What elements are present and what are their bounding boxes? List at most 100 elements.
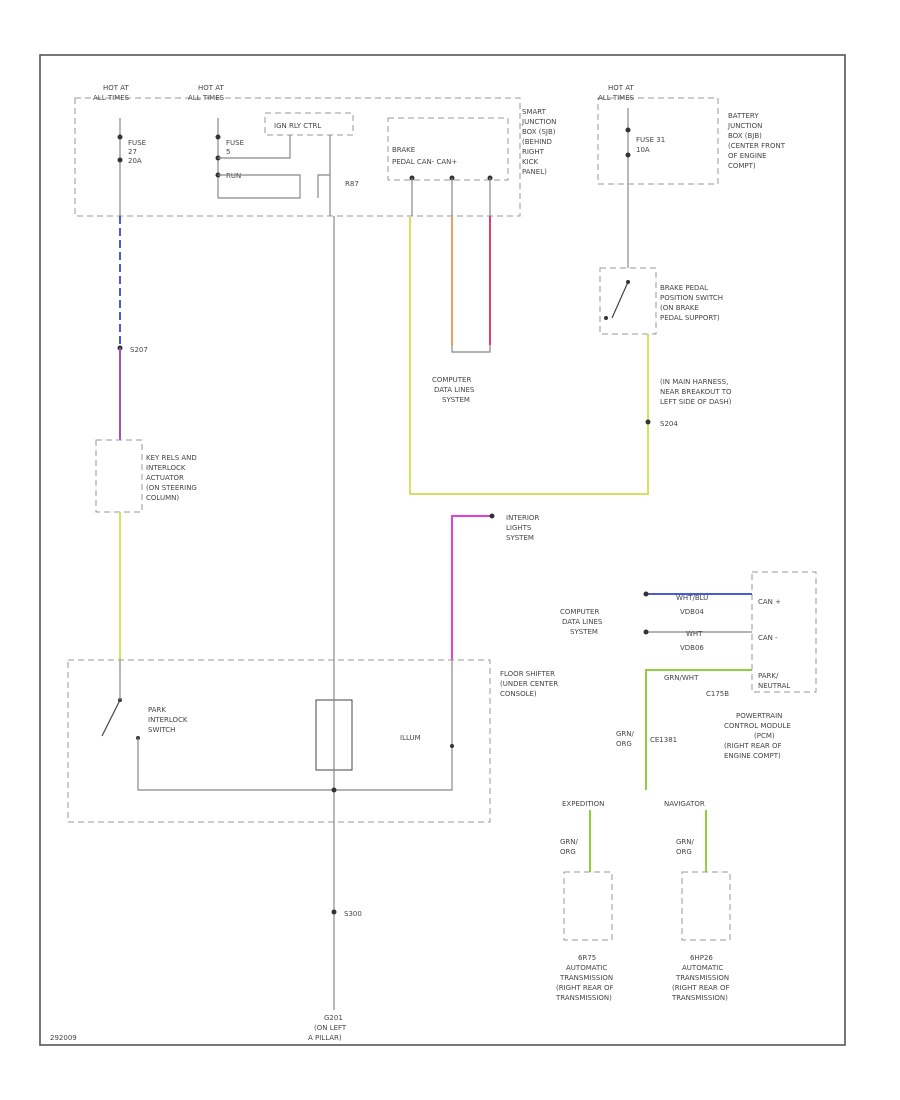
diagram-frame bbox=[39, 54, 846, 1046]
sjb-label-7: PANEL) bbox=[522, 168, 547, 176]
bjb-label-6: COMPT) bbox=[728, 162, 756, 170]
floor-shifter-label-1: FLOOR SHIFTER bbox=[500, 670, 555, 678]
bjb-label-1: BATTERY bbox=[728, 112, 759, 120]
sjb-label-6: KICK bbox=[522, 158, 539, 166]
pcm-label-5: ENGINE COMPT) bbox=[724, 752, 781, 760]
trans-b-label-3: TRANSMISSION bbox=[675, 974, 729, 982]
trans-a-label-5: TRANSMISSION) bbox=[555, 994, 612, 1002]
interior-lights-dot bbox=[489, 513, 495, 519]
can-bus-junction bbox=[451, 345, 491, 353]
computer-data-label-3: SYSTEM bbox=[442, 396, 470, 404]
pcm-label-3: (PCM) bbox=[754, 732, 775, 740]
computer-data2-label-3: SYSTEM bbox=[570, 628, 598, 636]
fuse-31-label: FUSE 31 bbox=[636, 136, 665, 144]
key-relay-label-3: ACTUATOR bbox=[146, 474, 184, 482]
fuse-27-label: FUSE bbox=[128, 139, 146, 147]
computer-data-label-2: DATA LINES bbox=[434, 386, 475, 394]
relay-label: IGN RLY CTRL bbox=[274, 122, 321, 130]
harness-label-4: S204 bbox=[660, 420, 678, 428]
ignition-relay-outline bbox=[264, 112, 354, 136]
floor-shifter-label-3: CONSOLE) bbox=[500, 690, 537, 698]
brake-switch-bottom-dot bbox=[604, 316, 608, 320]
sjb-label-4: (BEHIND bbox=[522, 138, 552, 146]
pcm-label-4: (RIGHT REAR OF bbox=[724, 742, 782, 750]
wht-label: WHT bbox=[686, 630, 703, 638]
hot-at-label-2: HOT AT bbox=[198, 84, 225, 92]
fuse-27-bottom-dot bbox=[117, 157, 123, 163]
key-relay-label-1: KEY RELS AND bbox=[146, 454, 197, 462]
g201-location-1: (ON LEFT bbox=[314, 1024, 347, 1032]
park-label-2: INTERLOCK bbox=[148, 716, 188, 724]
fuse-31-bottom-dot bbox=[625, 152, 631, 158]
trans-a-label-4: (RIGHT REAR OF bbox=[556, 984, 614, 992]
park-switch-blade bbox=[101, 699, 121, 737]
s300-dot bbox=[331, 909, 337, 915]
r87-label: R87 bbox=[345, 180, 359, 188]
interior-label-1: INTERIOR bbox=[506, 514, 539, 522]
harness-label-1: (IN MAIN HARNESS, bbox=[660, 378, 728, 386]
grn-org-3-label: GRN/ bbox=[676, 838, 695, 846]
brake-pedal-module-outline bbox=[387, 117, 509, 181]
wht-blu-label: WHT/BLU bbox=[676, 594, 708, 602]
harness-label-3: LEFT SIDE OF DASH) bbox=[660, 398, 732, 406]
brake-signal-wire bbox=[409, 216, 649, 495]
park-neutral-wire bbox=[645, 669, 752, 790]
s204-dot bbox=[645, 419, 651, 425]
hot-at-label-1: HOT AT bbox=[103, 84, 130, 92]
trans-a-label-2: AUTOMATIC bbox=[566, 964, 607, 972]
pcm-label-1: POWERTRAIN bbox=[736, 712, 782, 720]
can-plus-label: CAN + bbox=[758, 598, 781, 606]
floor-ground-bus bbox=[137, 660, 453, 791]
key-relay-label-2: INTERLOCK bbox=[146, 464, 186, 472]
hot-at-label-3: HOT AT bbox=[608, 84, 635, 92]
interior-label-3: SYSTEM bbox=[506, 534, 534, 542]
brake-pedal-pins-label: PEDAL CAN- CAN+ bbox=[392, 158, 457, 166]
park-label-1: PARK bbox=[148, 706, 166, 714]
illum-dot bbox=[450, 744, 454, 748]
fuse-27-number: 27 bbox=[128, 148, 137, 156]
grn-org-2-label: GRN/ bbox=[560, 838, 579, 846]
trans-b-label-4: (RIGHT REAR OF bbox=[672, 984, 730, 992]
fuse-5-number: 5 bbox=[226, 148, 230, 156]
pcm-outline bbox=[751, 571, 817, 693]
expedition-label: EXPEDITION bbox=[562, 800, 604, 808]
sjb-label-2: JUNCTION bbox=[521, 118, 556, 126]
brake-switch-label-2: POSITION SWITCH bbox=[660, 294, 723, 302]
bjb-label-4: (CENTER FRONT bbox=[728, 142, 786, 150]
bjb-label-5: OF ENGINE bbox=[728, 152, 767, 160]
fuse-5-run-wire bbox=[218, 174, 301, 199]
grn-org-3-label-b: ORG bbox=[676, 848, 692, 856]
pcm-label-2: CONTROL MODULE bbox=[724, 722, 791, 730]
hot-at-label-3b: ALL TIMES bbox=[598, 94, 635, 102]
navigator-label: NAVIGATOR bbox=[664, 800, 705, 808]
trans-b-label-2: AUTOMATIC bbox=[682, 964, 723, 972]
pcm-can-minus-dot bbox=[643, 629, 649, 635]
illum-label: ILLUM bbox=[400, 734, 421, 742]
computer-data2-label-2: DATA LINES bbox=[562, 618, 603, 626]
fuse-5-top-dot bbox=[215, 134, 221, 140]
ce1381-label: CE1381 bbox=[650, 736, 677, 744]
park-label-3: SWITCH bbox=[148, 726, 175, 734]
fuse-27-rating: 20A bbox=[128, 157, 142, 165]
trans-b-label-1: 6HP26 bbox=[690, 954, 713, 962]
floor-shifter-outline bbox=[67, 659, 491, 823]
fuse-5-label: FUSE bbox=[226, 139, 244, 147]
key-relay-label-4: (ON STEERING bbox=[146, 484, 197, 492]
trans-b-label-5: TRANSMISSION) bbox=[671, 994, 728, 1002]
g201-location-2: A PILLAR) bbox=[308, 1034, 342, 1042]
s300-label: S300 bbox=[344, 910, 362, 918]
c175b-label: C175B bbox=[706, 690, 729, 698]
transmission-a-outline bbox=[563, 871, 613, 941]
floor-shifter-label-2: (UNDER CENTER bbox=[500, 680, 558, 688]
brake-switch-label-3: (ON BRAKE bbox=[660, 304, 699, 312]
transmission-b-outline bbox=[681, 871, 731, 941]
smart-junction-box-outline bbox=[74, 97, 521, 217]
bjb-label-3: BOX (BJB) bbox=[728, 132, 762, 140]
grn-wht-label: GRN/WHT bbox=[664, 674, 699, 682]
key-relay-outline bbox=[95, 439, 143, 513]
pcm-can-plus-dot bbox=[643, 591, 649, 597]
g201-label: G201 bbox=[324, 1014, 343, 1022]
bjb-label-2: JUNCTION bbox=[727, 122, 762, 130]
interior-label-2: LIGHTS bbox=[506, 524, 532, 532]
